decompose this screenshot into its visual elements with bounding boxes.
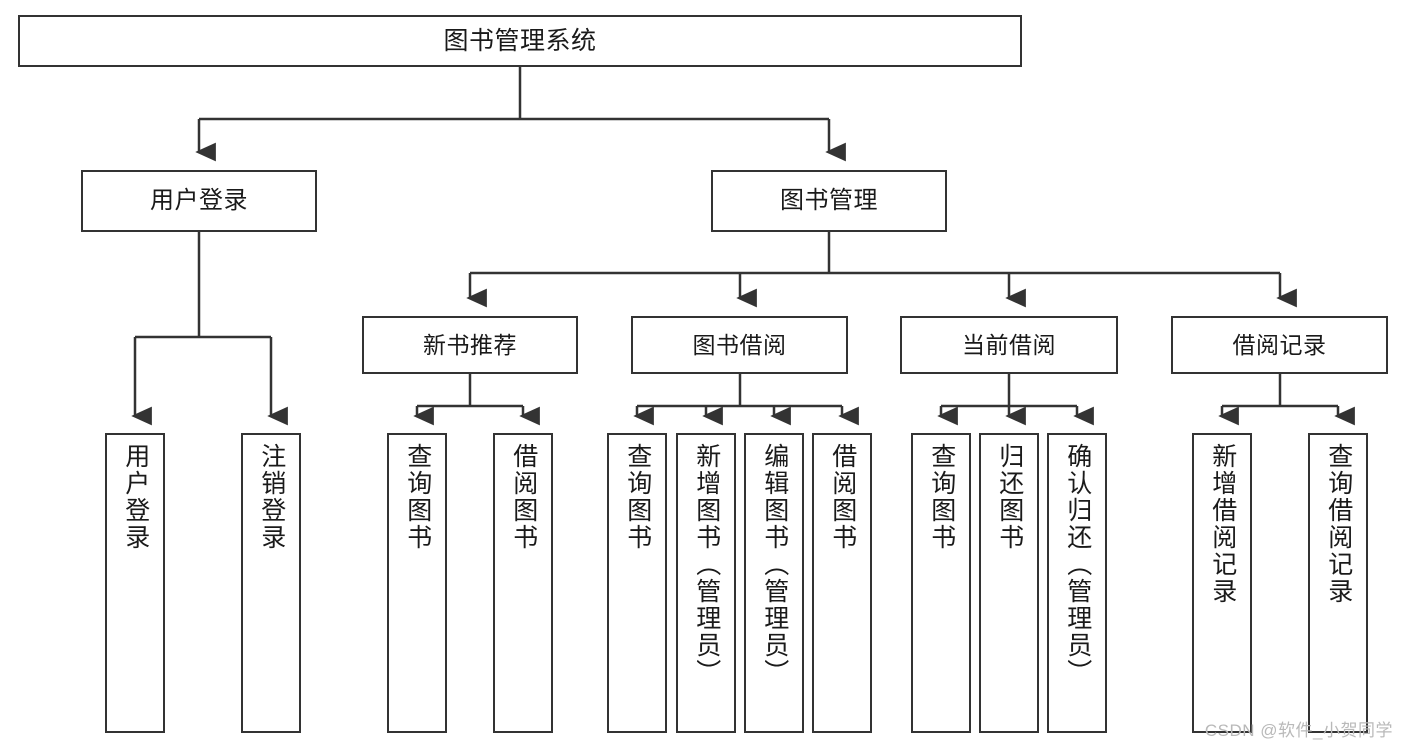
node-book-management[interactable]: 图书管理 (711, 170, 947, 232)
leaf-borrow-add-book-admin[interactable]: 新增图书（管理员） (676, 433, 736, 733)
node-label: 编辑图书（管理员） (760, 443, 789, 686)
node-label: 注销登录 (257, 443, 286, 551)
node-label: 当前借阅 (962, 331, 1056, 358)
leaf-user-logout[interactable]: 注销登录 (241, 433, 301, 733)
node-label: 归还图书 (995, 443, 1024, 551)
node-root-system[interactable]: 图书管理系统 (18, 15, 1022, 67)
node-label: 查询图书 (403, 443, 432, 551)
node-label: 图书管理 (780, 187, 878, 215)
node-label: 新增图书（管理员） (692, 443, 721, 686)
node-new-book-recommend[interactable]: 新书推荐 (362, 316, 578, 374)
node-label: 用户登录 (150, 187, 248, 215)
node-borrow-record[interactable]: 借阅记录 (1171, 316, 1388, 374)
leaf-borrow-edit-book-admin[interactable]: 编辑图书（管理员） (744, 433, 804, 733)
leaf-newbook-query-book[interactable]: 查询图书 (387, 433, 447, 733)
leaf-current-query-book[interactable]: 查询图书 (911, 433, 971, 733)
node-label: 图书管理系统 (443, 26, 597, 55)
node-label: 查询图书 (927, 443, 956, 551)
leaf-newbook-borrow-book[interactable]: 借阅图书 (493, 433, 553, 733)
leaf-borrow-query-book[interactable]: 查询图书 (607, 433, 667, 733)
node-label: 借阅图书 (828, 443, 857, 551)
node-book-borrow[interactable]: 图书借阅 (631, 316, 848, 374)
leaf-current-confirm-return-admin[interactable]: 确认归还（管理员） (1047, 433, 1107, 733)
node-label: 借阅记录 (1232, 331, 1327, 358)
leaf-user-login[interactable]: 用户登录 (105, 433, 165, 733)
node-label: 查询借阅记录 (1324, 443, 1353, 605)
watermark-text: CSDN @软件_小贺同学 (1204, 721, 1393, 740)
node-user-login[interactable]: 用户登录 (81, 170, 317, 232)
leaf-record-add-borrow-record[interactable]: 新增借阅记录 (1192, 433, 1252, 733)
leaf-current-return-book[interactable]: 归还图书 (979, 433, 1039, 733)
node-label: 新增借阅记录 (1208, 443, 1237, 605)
node-label: 新书推荐 (423, 331, 517, 358)
node-label: 借阅图书 (509, 443, 538, 551)
node-label: 图书借阅 (692, 331, 787, 358)
node-current-borrow[interactable]: 当前借阅 (900, 316, 1118, 374)
leaf-record-query-borrow-record[interactable]: 查询借阅记录 (1308, 433, 1368, 733)
node-label: 确认归还（管理员） (1063, 443, 1092, 686)
node-label: 查询图书 (623, 443, 652, 551)
node-label: 用户登录 (121, 443, 150, 551)
leaf-borrow-borrow-book[interactable]: 借阅图书 (812, 433, 872, 733)
